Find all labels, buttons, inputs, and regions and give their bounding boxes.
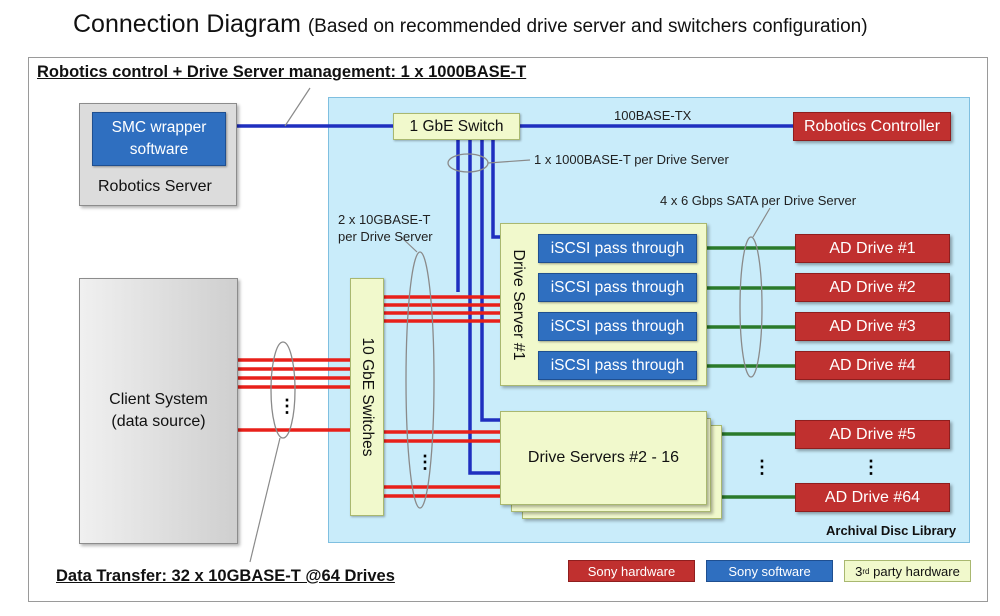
- switch-ellipsis: ⋮: [416, 452, 434, 472]
- switch-10gbe: 10 GbE Switches: [350, 278, 384, 516]
- ellipse-client-links: [270, 341, 296, 439]
- legend-sony-software: Sony software: [706, 560, 833, 582]
- ad-drive-5: AD Drive #5: [795, 420, 950, 449]
- legend-third-party-sup: rd: [862, 566, 870, 576]
- smc-wrapper-software: SMC wrapper software: [92, 112, 226, 166]
- client-system: Client System (data source): [79, 278, 238, 544]
- label-sata: 4 x 6 Gbps SATA per Drive Server: [660, 193, 857, 208]
- iscsi-pass-through-2: iSCSI pass through: [538, 273, 697, 302]
- ellipse-sata: [739, 236, 763, 378]
- link-1g-ds-group-a: [468, 138, 500, 475]
- drive-server-1-label: Drive Server #1: [510, 248, 527, 361]
- client-label-line1: Client System: [109, 391, 208, 408]
- data-transfer-label: Data Transfer: 32 x 10GBASE-T @64 Drives: [56, 567, 395, 585]
- client-label-line2: (data source): [111, 413, 206, 430]
- smc-label-line2: software: [129, 141, 189, 158]
- switch-1gbe-label: 1 GbE Switch: [409, 117, 504, 135]
- ad-drive-3-label: AD Drive #3: [829, 317, 916, 335]
- link-1g-ds-group-b: [480, 138, 500, 422]
- ad-drive-4-label: AD Drive #4: [829, 356, 916, 374]
- ad-drive-1-label: AD Drive #1: [829, 239, 916, 257]
- ad-drive-1: AD Drive #1: [795, 234, 950, 263]
- legend-third-party-num: 3: [855, 563, 863, 579]
- switch-1gbe: 1 GbE Switch: [393, 113, 520, 140]
- leader-client: [249, 437, 281, 563]
- title-main: Connection Diagram: [73, 10, 301, 38]
- client-ellipsis: ⋮: [278, 396, 296, 416]
- sata-ellipsis: ⋮: [753, 457, 771, 477]
- drive-servers-label: Drive Servers #2 - 16: [527, 449, 680, 466]
- legend-sony-software-label: Sony software: [728, 563, 811, 579]
- label-1000baset: 1 x 1000BASE-T per Drive Server: [534, 152, 729, 167]
- ad-drive-64: AD Drive #64: [795, 483, 950, 512]
- title-sub: (Based on recommended drive server and s…: [307, 16, 868, 37]
- library-label: Archival Disc Library: [826, 523, 957, 538]
- smc-label-line1: SMC wrapper: [111, 119, 207, 136]
- ad-drive-5-label: AD Drive #5: [829, 425, 916, 443]
- leader-sata: [752, 207, 771, 238]
- ad-drive-2: AD Drive #2: [795, 273, 950, 302]
- legend-sony-hardware-label: Sony hardware: [587, 563, 676, 579]
- iscsi-pass-through-3: iSCSI pass through: [538, 312, 697, 341]
- switch-10gbe-label: 10 GbE Switches: [359, 337, 376, 457]
- label-100basetx: 100BASE-TX: [614, 108, 692, 123]
- leader-10gbase: [399, 235, 418, 253]
- iscsi-pass-through-1: iSCSI pass through: [538, 234, 697, 263]
- robotics-server-label: Robotics Server: [98, 178, 212, 195]
- ad-drive-3: AD Drive #3: [795, 312, 950, 341]
- legend-sony-hardware: Sony hardware: [568, 560, 695, 582]
- ad-drive-4: AD Drive #4: [795, 351, 950, 380]
- ad-drive-2-label: AD Drive #2: [829, 278, 916, 296]
- diagram-title: Connection Diagram (Based on recommended…: [73, 10, 868, 39]
- iscsi-pass-through-4: iSCSI pass through: [538, 351, 697, 380]
- ad-drive-64-label: AD Drive #64: [824, 488, 921, 506]
- legend-third-party-rest: party hardware: [869, 563, 960, 579]
- label-10gbaset: 2 x 10GBASE-T per Drive Server: [338, 211, 433, 245]
- robotics-controller-label: Robotics Controller: [803, 117, 941, 135]
- drive-ellipsis: ⋮: [862, 457, 880, 477]
- robotics-controller: Robotics Controller: [793, 112, 951, 141]
- ellipse-10gbase: [405, 251, 435, 509]
- leader-1000base: [487, 159, 531, 164]
- label-10gbaset-line1: 2 x 10GBASE-T: [338, 212, 431, 227]
- diagram-frame: [28, 57, 988, 602]
- robotics-management-label: Robotics control + Drive Server manageme…: [37, 63, 527, 81]
- label-10gbaset-line2: per Drive Server: [338, 229, 433, 244]
- drive-servers-stack-front: Drive Servers #2 - 16: [500, 411, 707, 505]
- link-1g-ds-1: [491, 138, 500, 239]
- leader-mgmt: [284, 87, 311, 127]
